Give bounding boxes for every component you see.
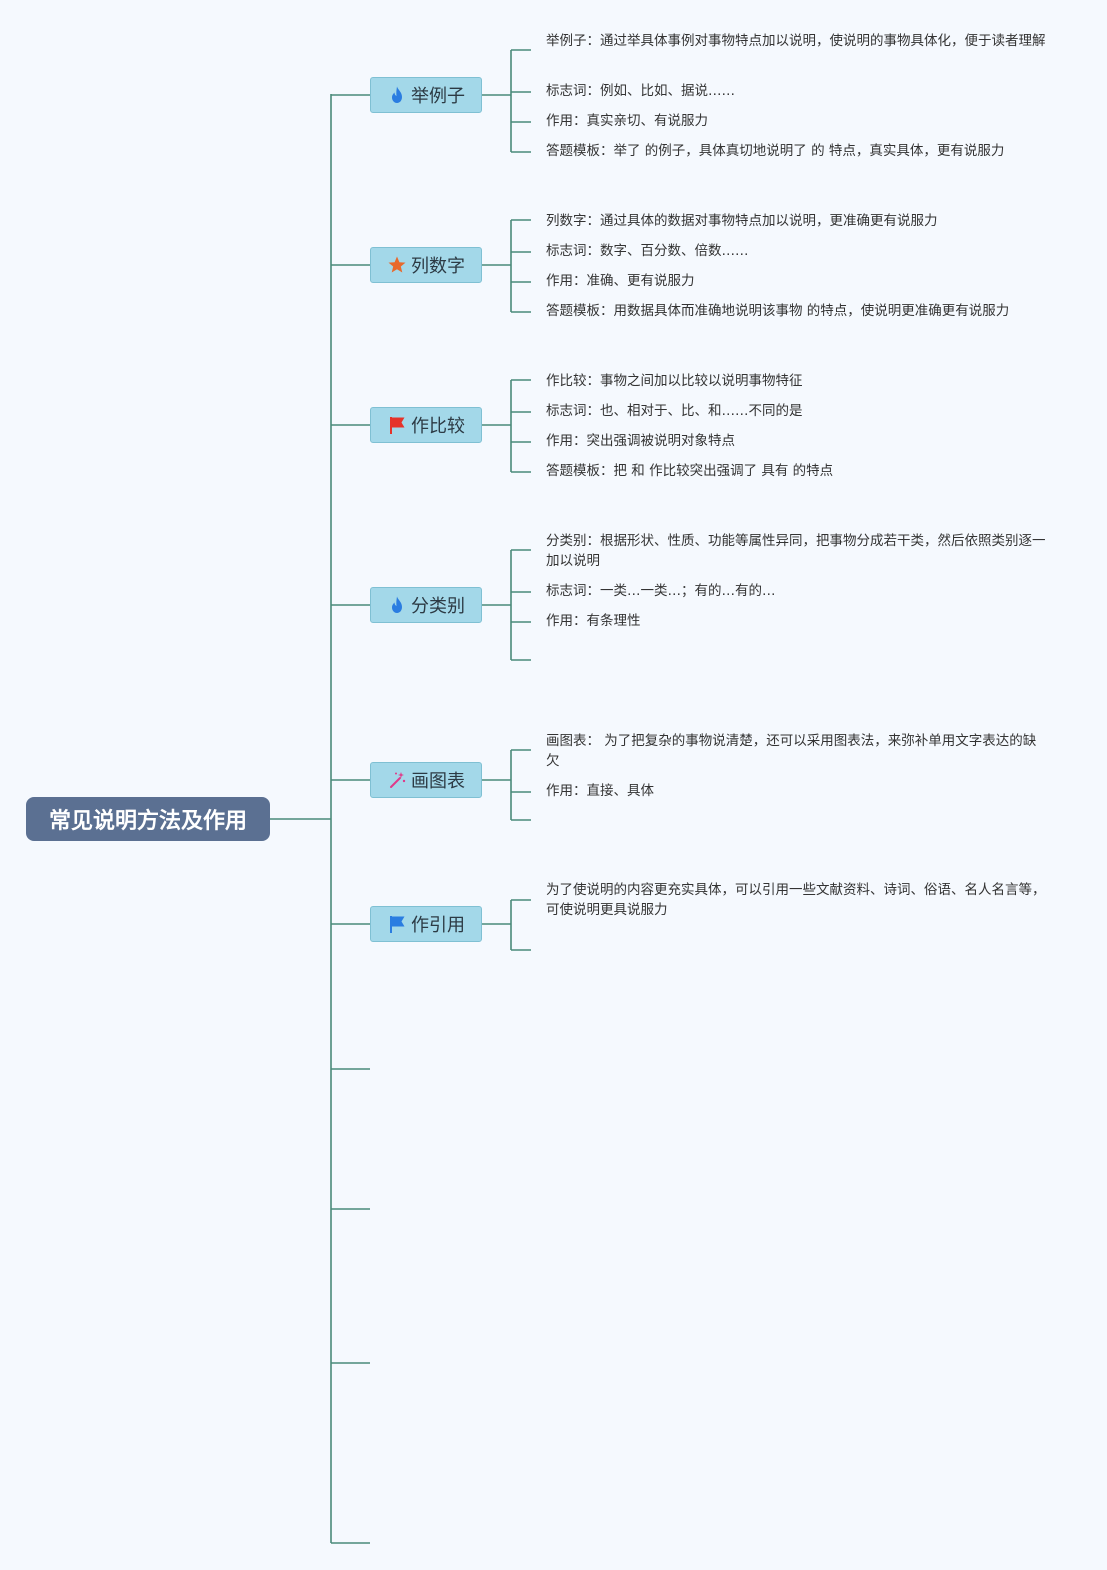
fire-icon bbox=[387, 85, 407, 105]
leaf-text[interactable]: 作比较：事物之间加以比较以说明事物特征 bbox=[546, 373, 803, 389]
leaf-text[interactable]: 作用：直接、具体 bbox=[546, 783, 654, 799]
root-topic[interactable]: 常见说明方法及作用 bbox=[26, 797, 270, 841]
leaf-text[interactable]: 标志词：例如、比如、据说…… bbox=[546, 83, 735, 99]
leaf-text[interactable]: 答题模板：把 和 作比较突出强调了 具有 的特点 bbox=[546, 463, 834, 479]
leaf-text[interactable]: 作用：真实亲切、有说服力 bbox=[546, 113, 708, 129]
topic-label: 作引用 bbox=[411, 915, 465, 936]
leaf-text[interactable]: 作用：突出强调被说明对象特点 bbox=[546, 433, 735, 449]
topic-2[interactable]: 列数字 bbox=[370, 247, 482, 283]
leaf-text[interactable]: 作用：有条理性 bbox=[546, 613, 641, 629]
leaf-text[interactable]: 为了使说明的内容更充实具体，可以引用一些文献资料、诗词、俗语、名人名言等，可使说… bbox=[546, 882, 1046, 918]
magic-wand-icon bbox=[387, 770, 407, 790]
leaf-text[interactable]: 答题模板：用数据具体而准确地说明该事物 的特点，使说明更准确更有说服力 bbox=[546, 303, 1010, 319]
topic-1[interactable]: 举例子 bbox=[370, 77, 482, 113]
topic-6[interactable]: 作引用 bbox=[370, 906, 482, 942]
leaf-text[interactable]: 标志词：一类…一类…；有的…有的… bbox=[546, 583, 776, 599]
leaf-text[interactable]: 作用：准确、更有说服力 bbox=[546, 273, 695, 289]
leaf-text[interactable]: 列数字：通过具体的数据对事物特点加以说明，更准确更有说服力 bbox=[546, 213, 938, 229]
topic-4[interactable]: 分类别 bbox=[370, 587, 482, 623]
topic-3[interactable]: 作比较 bbox=[370, 407, 482, 443]
topic-label: 举例子 bbox=[411, 86, 465, 107]
star-icon bbox=[387, 255, 407, 275]
topic-label: 分类别 bbox=[411, 596, 465, 617]
leaf-text[interactable]: 答题模板：举了 的例子，具体真切地说明了 的 特点，真实具体，更有说服力 bbox=[546, 143, 1005, 159]
fire-icon bbox=[387, 595, 407, 615]
leaf-text[interactable]: 画图表： 为了把复杂的事物说清楚，还可以采用图表法，来弥补单用文字表达的缺欠 bbox=[546, 733, 1037, 769]
leaf-text[interactable]: 标志词：数字、百分数、倍数…… bbox=[546, 243, 749, 259]
red-flag-icon bbox=[387, 415, 407, 435]
topic-5[interactable]: 画图表 bbox=[370, 762, 482, 798]
leaf-text[interactable]: 举例子：通过举具体事例对事物特点加以说明，使说明的事物具体化，便于读者理解 bbox=[546, 33, 1046, 49]
topic-label: 画图表 bbox=[411, 771, 465, 792]
root-topic-label: 常见说明方法及作用 bbox=[48, 809, 247, 834]
topic-label: 作比较 bbox=[411, 416, 465, 437]
leaf-text[interactable]: 分类别：根据形状、性质、功能等属性异同，把事物分成若干类，然后依照类别逐一加以说… bbox=[546, 533, 1046, 569]
topic-label: 列数字 bbox=[411, 256, 465, 277]
leaf-text[interactable]: 标志词：也、相对于、比、和……不同的是 bbox=[546, 403, 803, 419]
blue-flag-icon bbox=[387, 914, 407, 934]
